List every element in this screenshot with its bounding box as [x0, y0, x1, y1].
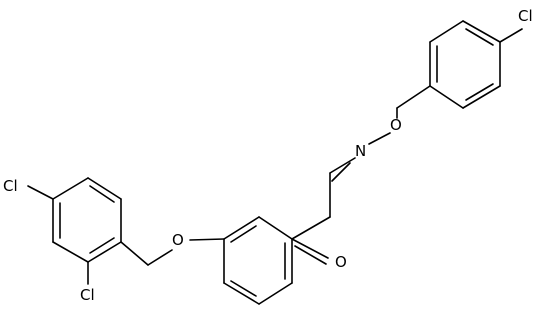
bond [87, 177, 122, 200]
bond [189, 238, 225, 241]
chlorine-label-bottom: Cl [80, 286, 95, 304]
dichlorophenyl-ring-left [52, 177, 122, 263]
oxygen-label-top: O [390, 116, 402, 134]
bond-o-n [368, 132, 391, 145]
bond [291, 216, 331, 240]
double-bond-inner [465, 83, 494, 101]
oxygen-label-middle: O [172, 231, 184, 249]
phenyl-ring-middle [223, 216, 293, 305]
bond [52, 241, 89, 263]
bond [87, 241, 122, 263]
bond [223, 216, 260, 240]
double-bond-inner [230, 225, 257, 243]
double-bond-inner [465, 28, 494, 46]
bond [429, 85, 464, 109]
chlorine-label-left: Cl [3, 177, 18, 195]
chlorine-label-top: Cl [518, 7, 533, 25]
bond [223, 282, 260, 305]
nitrogen-label: N [355, 142, 366, 160]
bond-ch2-ring [120, 241, 149, 266]
bond [429, 20, 464, 43]
double-bond-inner [89, 185, 115, 203]
double-bond-cn-2 [331, 162, 351, 182]
bond [462, 85, 501, 109]
bond [147, 249, 173, 266]
double-bond-co [291, 238, 329, 259]
bond [462, 20, 501, 43]
double-bond-inner [230, 280, 257, 297]
bond-to-cl-top [499, 28, 523, 43]
chlorophenyl-ring-top [429, 20, 501, 109]
bond [258, 282, 293, 305]
bond [396, 85, 431, 109]
double-bond-inner [89, 237, 115, 254]
double-bond-co-2 [294, 245, 327, 265]
bond-to-cl-left [27, 185, 54, 200]
double-bond-cn [329, 157, 356, 174]
bond [258, 216, 293, 240]
bond [52, 177, 89, 200]
carbonyl-oxygen-label: O [335, 253, 347, 271]
